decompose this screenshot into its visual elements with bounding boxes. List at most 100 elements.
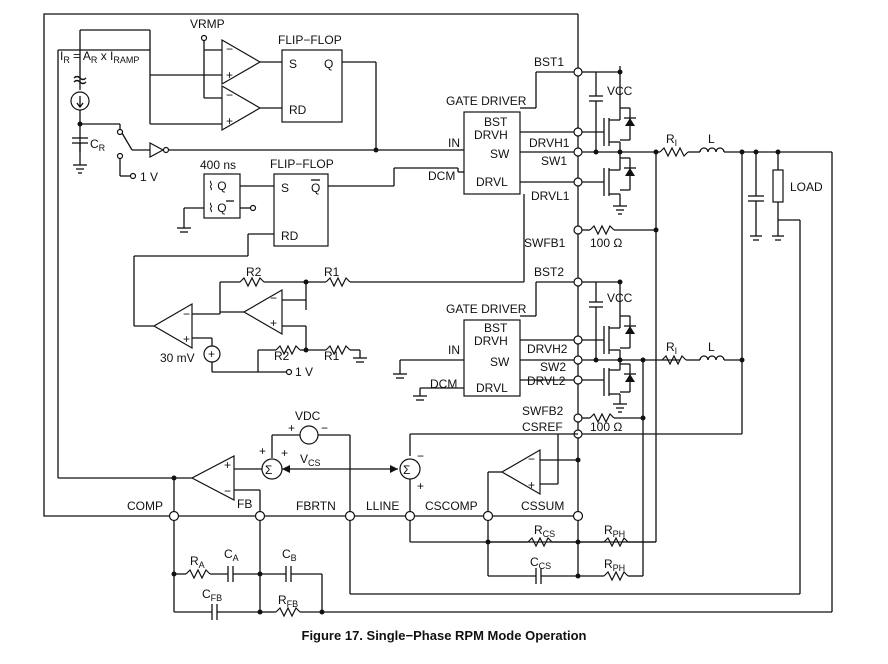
- gd2-in-label: IN: [448, 343, 460, 357]
- swfb2-resistor: [409, 412, 742, 456]
- swfb1-resistor: [582, 149, 659, 542]
- svg-text:Σ: Σ: [403, 463, 410, 477]
- comp-amplifier: + −: [57, 49, 261, 516]
- swfb2-label: SWFB2: [522, 404, 564, 418]
- svg-text:+: +: [183, 332, 190, 346]
- drvl2-label: DRVL2: [527, 374, 566, 388]
- svg-text:+: +: [226, 114, 233, 128]
- vcs-label: VCS: [300, 452, 321, 468]
- summer-right: Σ − +: [390, 449, 656, 543]
- bst1-label: BST1: [534, 55, 564, 69]
- svg-text:−: −: [270, 291, 277, 305]
- svg-text:⌇ Q: ⌇ Q: [208, 201, 227, 215]
- svg-text:BST: BST: [484, 115, 508, 129]
- l1-label: L: [708, 132, 715, 146]
- rcs-label: RCS: [534, 523, 555, 539]
- svg-text:BST: BST: [484, 321, 508, 335]
- cr-capacitor: [72, 121, 120, 174]
- svg-text:DRVL: DRVL: [476, 381, 508, 395]
- drvh1-label: DRVH1: [529, 136, 570, 150]
- cscomp-pin-label: CSCOMP: [425, 499, 478, 513]
- svg-text:S: S: [281, 181, 289, 195]
- flipflop-2-title: FLIP−FLOP: [270, 157, 334, 171]
- svg-text:+: +: [288, 421, 295, 435]
- gd2-dcm-label: DCM: [430, 377, 457, 391]
- one-v-label-bottom: 1 V: [295, 365, 313, 379]
- svg-text:⌇ Q: ⌇ Q: [208, 179, 227, 193]
- r1-bottom-label: R1: [324, 349, 340, 363]
- drvh2-label: DRVH2: [527, 342, 568, 356]
- rph-2-label: RPH: [604, 557, 625, 573]
- ra-label: RA: [190, 554, 205, 570]
- svg-text:−: −: [528, 452, 535, 466]
- svg-text:−: −: [417, 449, 424, 463]
- ri1-label: RI: [666, 132, 677, 148]
- cb-label: CB: [282, 547, 297, 563]
- svg-text:−: −: [321, 421, 328, 435]
- rfb-label: RFB: [278, 593, 298, 609]
- ir-label: IR = AR x IRAMP: [60, 49, 139, 65]
- r1-top-label: R1: [324, 265, 340, 279]
- lline-pin-label: LLINE: [366, 499, 399, 513]
- svg-text:RD: RD: [281, 229, 299, 243]
- summer-left: Σ + +: [234, 444, 398, 480]
- cr-label: CR: [90, 137, 106, 153]
- svg-text:+: +: [224, 458, 231, 472]
- vcc1-label: VCC: [607, 84, 633, 98]
- l2-label: L: [708, 340, 715, 354]
- load-label: LOAD: [790, 180, 823, 194]
- svg-text:SW: SW: [490, 147, 510, 161]
- svg-text:DRVH: DRVH: [474, 128, 508, 142]
- gd1-dcm-label: DCM: [428, 169, 455, 183]
- gate-driver-1: BST DRVH SW DRVL: [457, 71, 578, 195]
- svg-text:DRVL: DRVL: [476, 175, 508, 189]
- ohm100-2-label: 100 Ω: [590, 420, 622, 434]
- drvl1-label: DRVL1: [531, 189, 570, 203]
- svg-text:DRVH: DRVH: [474, 334, 508, 348]
- svg-text:+: +: [417, 479, 424, 493]
- ccs-label: CCS: [530, 555, 551, 571]
- sw2-label: SW2: [540, 360, 566, 374]
- one-shot-400ns: ⌇ Q ⌇ Q: [177, 173, 274, 233]
- svg-text:−: −: [224, 484, 231, 498]
- ca-label: CA: [224, 547, 239, 563]
- r2-top-label: R2: [246, 265, 262, 279]
- comparator-bottom: − +: [149, 74, 282, 132]
- fbrtn-return: [349, 219, 801, 595]
- ri2-label: RI: [666, 340, 677, 356]
- r2-bottom-label: R2: [274, 349, 290, 363]
- comparator-top: − +: [221, 38, 282, 86]
- cs-amplifier: − +: [487, 434, 581, 516]
- phase1-output: [659, 146, 833, 612]
- flipflop-1: S Q RD: [281, 49, 379, 153]
- csref-label: CSREF: [522, 420, 563, 434]
- svg-text:−: −: [183, 307, 190, 321]
- compensation-network: [171, 520, 832, 620]
- svg-text:S: S: [289, 57, 297, 71]
- svg-text:−: −: [226, 88, 233, 102]
- gd1-in-label: IN: [448, 136, 460, 150]
- svg-text:+: +: [270, 316, 277, 330]
- controller-outline: [43, 13, 578, 517]
- svg-text:−: −: [226, 42, 233, 56]
- comp-pin-label: COMP: [127, 499, 163, 513]
- bottom-pins: [168, 510, 584, 522]
- bst2-label: BST2: [534, 265, 564, 279]
- svg-text:Q: Q: [324, 57, 333, 71]
- gate-driver-2: BST DRVH SW DRVL: [393, 281, 578, 401]
- phase2-power-stage: [582, 279, 680, 576]
- ns400-label: 400 ns: [200, 158, 236, 172]
- svg-text:Q: Q: [311, 181, 320, 195]
- vrmp-pin: [200, 34, 222, 99]
- fb-inner-label: FB: [237, 497, 252, 511]
- flipflop-1-title: FLIP−FLOP: [278, 33, 342, 47]
- flipflop-2: S Q RD: [133, 167, 458, 327]
- cssum-pin-label: CSSUM: [521, 499, 564, 513]
- swfb1-label: SWFB1: [524, 236, 566, 250]
- phase1-power-stage: [582, 66, 660, 215]
- svg-text:+: +: [528, 478, 535, 492]
- phase1-pins: [573, 67, 583, 235]
- sw1-label: SW1: [541, 154, 567, 168]
- vrmp-label: VRMP: [190, 17, 225, 31]
- mv30-label: 30 mV: [160, 351, 195, 365]
